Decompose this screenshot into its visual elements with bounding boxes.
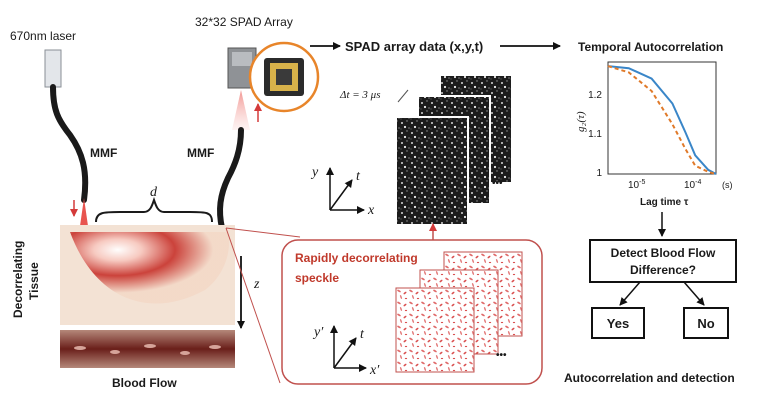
data-axes [326, 167, 365, 214]
yes-box [591, 307, 645, 339]
decision-line1: Detect Blood Flow [611, 246, 716, 260]
decision-box [589, 239, 737, 283]
speckle-axis-y: y′ [312, 325, 324, 340]
separation-label: d [150, 185, 158, 200]
autocorrelation-plot [607, 61, 717, 175]
footer-label: Autocorrelation and detection [564, 371, 735, 385]
mmf-left-label: MMF [90, 146, 117, 160]
data-ellipsis: ••• [492, 178, 503, 189]
spad-label: 32*32 SPAD Array [195, 15, 293, 29]
xtick-label: 10-5 [628, 179, 645, 191]
speckle-axis-x: x′ [369, 363, 380, 378]
autocorrelation-title: Temporal Autocorrelation [578, 40, 723, 54]
blood-cells [74, 344, 221, 355]
autocorrelation-curve-solid [607, 65, 717, 175]
data-axis-t: t [356, 169, 361, 184]
spad-frame-front [395, 116, 469, 226]
arrow-to-no [683, 281, 705, 306]
right-fiber [217, 127, 244, 231]
decision-line2: Difference? [630, 263, 696, 277]
autocorrelation-curve-dashed [607, 65, 717, 175]
data-axis-x: x [367, 203, 375, 218]
mmf-right-label: MMF [187, 146, 214, 160]
depth-label: z [253, 277, 260, 292]
xtick-label: 10-4 [684, 179, 701, 191]
dt-label: Δt = 3 μs [339, 89, 381, 101]
plot-unit: (s) [722, 180, 733, 190]
ytick-label: 1.1 [588, 129, 602, 140]
no-box [683, 307, 729, 339]
blood-vessel [60, 330, 235, 368]
blood-flow-label: Blood Flow [112, 376, 177, 390]
ytick-label: 1.2 [588, 90, 602, 101]
speckle-axes [330, 325, 367, 372]
speckle-title-line1: Rapidly decorrelating [295, 251, 418, 265]
separation-brace [95, 196, 213, 223]
photon-banana [70, 232, 230, 304]
laser-label: 670nm laser [10, 29, 76, 43]
laser-box [44, 49, 62, 88]
speckle-frame-front [395, 287, 475, 373]
plot-frame [607, 61, 717, 175]
no-label: No [697, 316, 714, 331]
tissue-label-line2: Tissue [27, 262, 41, 300]
tissue-label-line1: Decorrelating [11, 241, 25, 318]
laser-spot [80, 198, 88, 226]
detector-beam [232, 90, 250, 130]
plot-ylabel: g₂(τ) [575, 111, 587, 132]
data-axis-y: y [310, 165, 319, 180]
plot-xlabel: Lag time τ [640, 197, 689, 208]
speckle-title-line2: speckle [295, 271, 339, 285]
ytick-label: 1 [596, 168, 602, 179]
data-label: SPAD array data (x,y,t) [345, 39, 483, 54]
speckle-ellipsis: ••• [496, 350, 507, 361]
arrow-to-yes [619, 281, 641, 306]
yes-label: Yes [607, 316, 629, 331]
speckle-axis-t: t [360, 327, 365, 342]
left-fiber [50, 84, 89, 203]
